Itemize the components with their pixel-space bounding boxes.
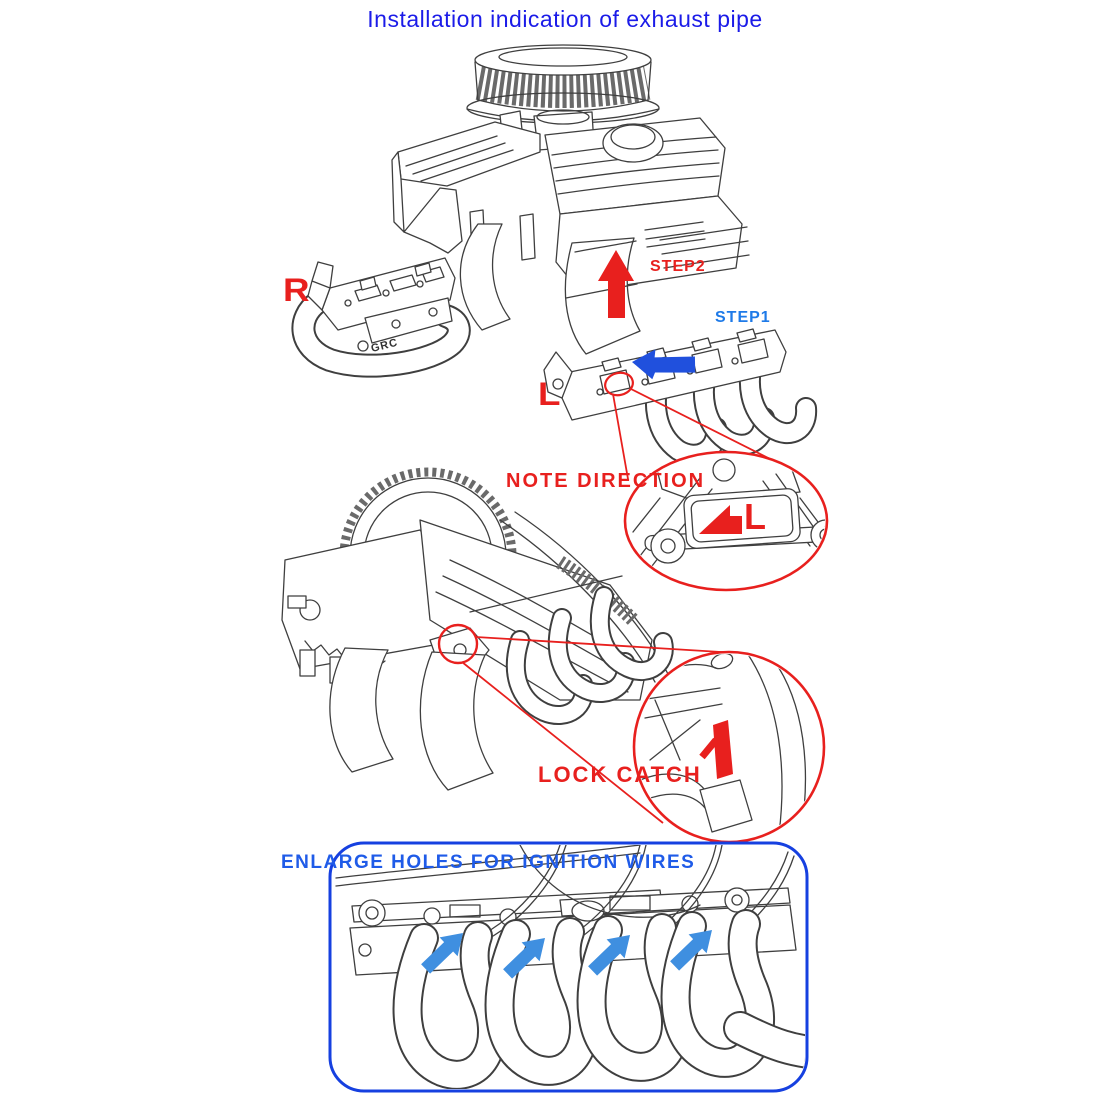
lock-catch-highlight <box>713 720 733 779</box>
ignition-wires-panel <box>328 841 809 1093</box>
direction-mark-label: L <box>744 496 766 537</box>
lock-catch-callout <box>437 623 738 824</box>
right-exhaust-part-drawing: GRC <box>291 257 471 378</box>
step2-arrow-up-icon <box>598 250 634 318</box>
middle-engine-drawing <box>281 467 674 791</box>
left-part-label: L <box>538 376 561 412</box>
step2-label: STEP2 <box>650 258 706 275</box>
enlarge-holes-label: ENLARGE HOLES FOR IGNITION WIRES <box>281 852 696 873</box>
step1-label: STEP1 <box>715 309 771 326</box>
lock-catch-detail <box>632 650 826 844</box>
page-title: Installation indication of exhaust pipe <box>367 6 763 32</box>
ignition-panel-drawing <box>335 845 805 1089</box>
lock-catch-label: LOCK CATCH <box>538 762 702 787</box>
note-direction-label: NOTE DIRECTION <box>506 470 706 492</box>
top-engine-drawing <box>391 44 750 355</box>
note-direction-detail <box>623 450 829 592</box>
direction-arrow-icon <box>699 505 742 534</box>
right-part-label: R <box>283 272 310 308</box>
step1-arrow-left-icon <box>632 349 696 380</box>
